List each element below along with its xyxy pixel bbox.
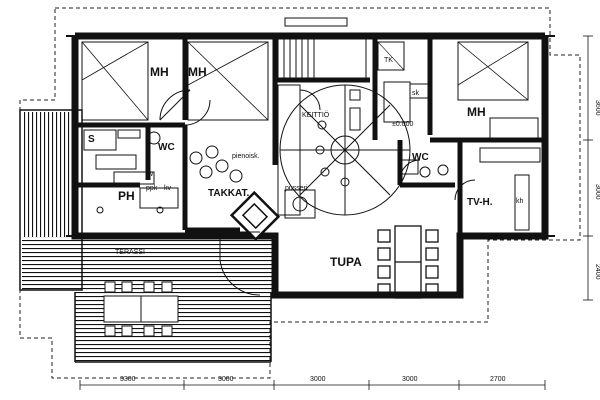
wc-right-fixtures: [383, 81, 449, 178]
dining-table: [377, 225, 439, 299]
bed-right: [457, 41, 539, 139]
room-label-mh-right: MH: [467, 105, 486, 119]
label-ppk: ppk: [146, 185, 158, 192]
kitchen-counter: [277, 84, 361, 219]
tv-room-sofa: [479, 147, 541, 231]
exterior-walls: [66, 32, 555, 299]
room-label-terassi: TERASSI: [115, 249, 145, 256]
label-pusseri: pusseri: [285, 185, 308, 192]
dim-bottom-1: 3300: [120, 376, 136, 383]
door-swings: [159, 89, 476, 296]
room-label-ph: PH: [118, 189, 135, 203]
sauna-benches: [83, 129, 161, 170]
dim-right-2: 3000: [594, 184, 600, 200]
wardrobe: [377, 41, 405, 71]
dim-right-3: 2400: [594, 264, 600, 280]
label-kh: kh: [516, 198, 524, 205]
room-label-wc-left: WC: [158, 142, 175, 153]
room-label-keittio: KEITTIÖ: [302, 111, 330, 119]
bed-left: [81, 41, 149, 121]
label-sk: sk: [412, 90, 420, 97]
terrace-dining-set: [103, 281, 179, 337]
interior-walls: [75, 36, 545, 236]
dim-bottom-3: 3000: [310, 376, 326, 383]
bed-center: [187, 41, 269, 121]
dim-right-1: 3600: [594, 100, 600, 116]
room-label-tv: TV-H.: [467, 197, 493, 208]
room-label-sauna: S: [88, 134, 95, 145]
room-label-mh-left-a: MH: [150, 65, 169, 79]
dimension-lines: [79, 35, 593, 390]
spiral-staircase: [279, 84, 411, 216]
label-tk: TK: [384, 57, 393, 64]
label-tw: tw: [146, 171, 154, 178]
room-label-takkat: TAKKAT.: [208, 188, 250, 199]
dim-bottom-4: 3000: [402, 376, 418, 383]
fireplace: [229, 190, 281, 242]
room-label-wc-right: WC: [412, 152, 429, 163]
label-pienoisk: pienoisk.: [232, 153, 260, 160]
dim-bottom-5: 2700: [490, 376, 506, 383]
shower-fixtures: [96, 171, 179, 214]
round-table-group: [189, 145, 243, 183]
dim-bottom-2: 3000: [218, 376, 234, 383]
room-label-tupa: TUPA: [330, 255, 362, 269]
label-level: ±0.000: [392, 121, 413, 128]
label-kv: kv: [164, 185, 172, 192]
room-label-mh-left-b: MH: [188, 65, 207, 79]
stairs-top: [277, 17, 367, 79]
